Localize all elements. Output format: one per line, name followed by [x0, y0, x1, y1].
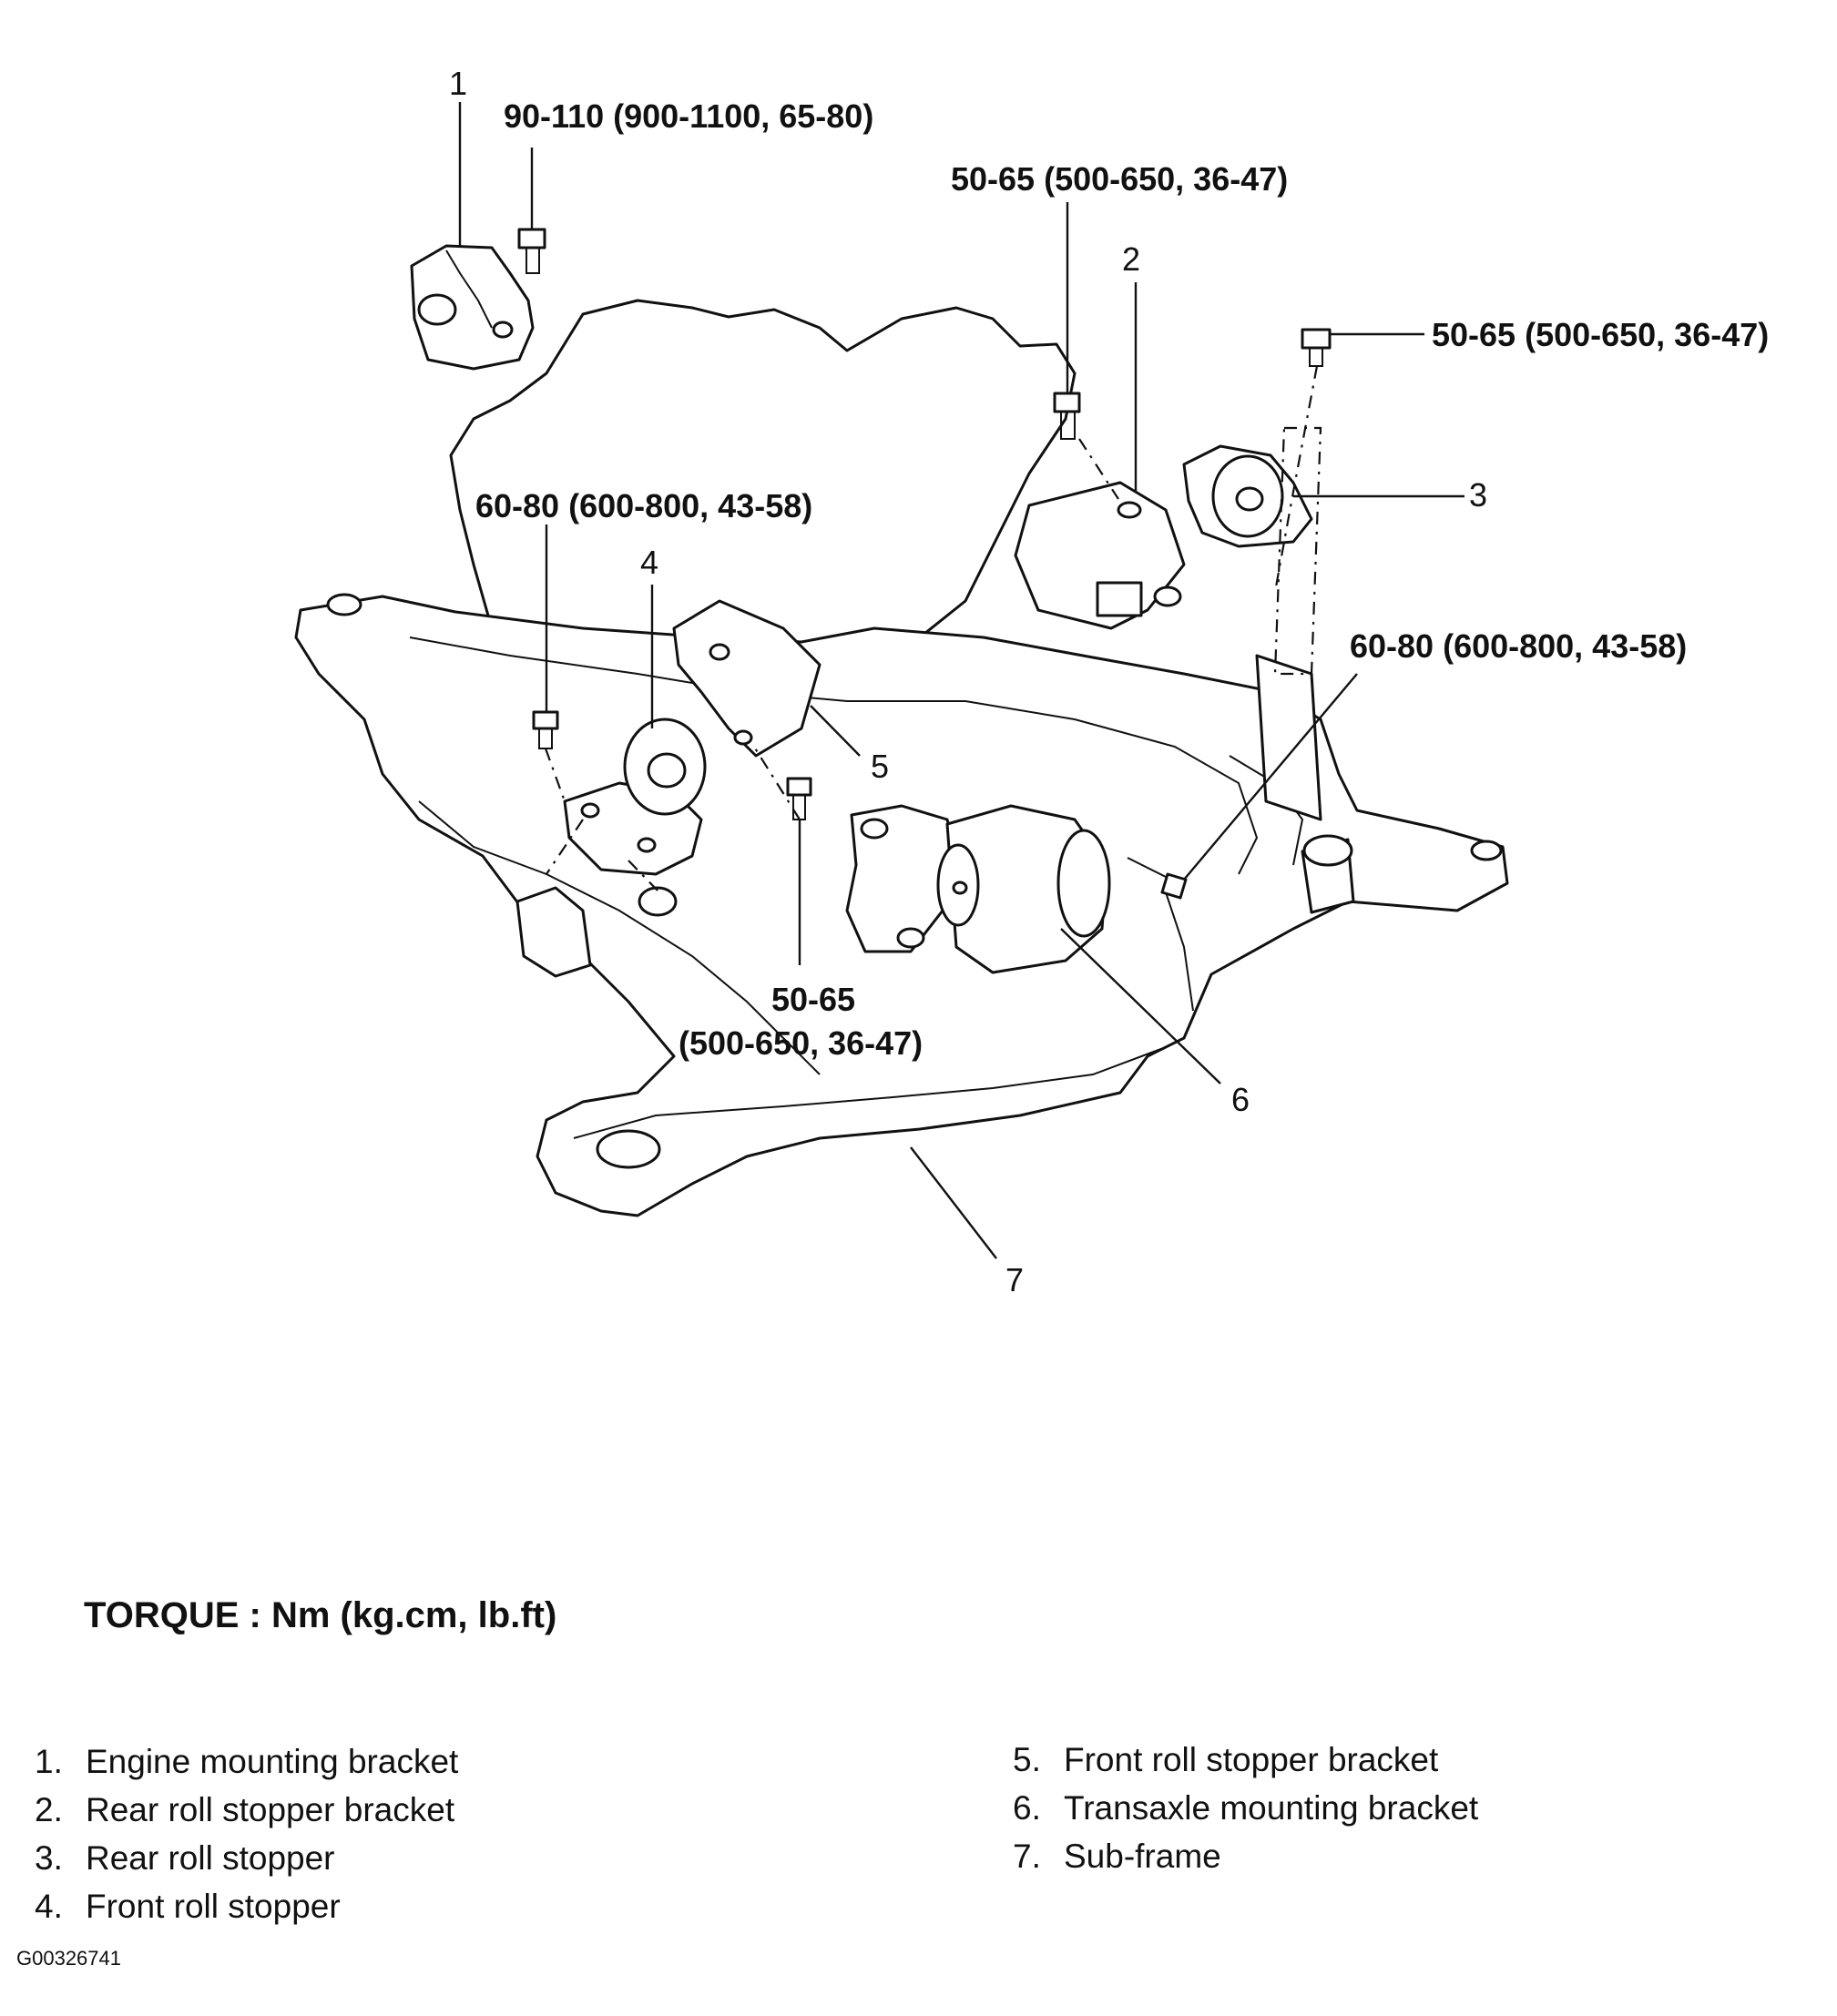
- engine-mounting-bracket: [410, 244, 535, 371]
- figure-code: G00326741: [16, 1947, 121, 1970]
- parts-legend-right: 5.Front roll stopper bracket 6.Transaxle…: [1013, 1736, 1478, 1880]
- legend-item: 3.Rear roll stopper: [35, 1839, 335, 1877]
- nut-front-roll-stopper: [638, 886, 678, 917]
- transaxle-mounting-bracket: [845, 804, 1111, 974]
- legend-item: 1.Engine mounting bracket: [35, 1743, 459, 1780]
- part-number-6: 6: [1231, 1081, 1250, 1118]
- torque-callout-front-bracket-line2: (500-650, 36-47): [679, 1024, 923, 1062]
- rear-roll-stopper: [1182, 444, 1313, 548]
- torque-callout-front-roll-stopper: 60-80 (600-800, 43-58): [475, 487, 812, 524]
- part-number-3: 3: [1469, 476, 1487, 514]
- part-number-4: 4: [640, 544, 658, 581]
- bolt-engine-mount: [517, 228, 546, 274]
- torque-callout-front-bracket-line1: 50-65: [771, 981, 855, 1018]
- rear-roll-stopper-bracket: [1014, 481, 1186, 630]
- bolt-rear-roll-stopper: [1301, 328, 1332, 367]
- part-number-5: 5: [871, 748, 889, 785]
- parts-legend-left: 1.Engine mounting bracket 2.Rear roll st…: [35, 1737, 458, 1930]
- torque-callout-rear-bracket: 50-65 (500-650, 36-47): [951, 160, 1288, 198]
- torque-callout-rear-roll-stopper: 50-65 (500-650, 36-47): [1432, 316, 1769, 353]
- legend-item: 5.Front roll stopper bracket: [1013, 1741, 1439, 1778]
- torque-units-heading: TORQUE : Nm (kg.cm, lb.ft): [84, 1595, 557, 1635]
- legend-item: 4.Front roll stopper: [35, 1888, 341, 1925]
- front-roll-stopper: [563, 718, 707, 876]
- bolt-transaxle: [1127, 857, 1188, 900]
- bolt-rear-bracket: [1053, 392, 1081, 440]
- engine-outline: [449, 299, 1077, 803]
- front-roll-stopper-bracket: [672, 599, 822, 758]
- torque-callout-transaxle: 60-80 (600-800, 43-58): [1350, 627, 1687, 665]
- legend-item: 7.Sub-frame: [1013, 1838, 1221, 1875]
- legend-item: 6.Transaxle mounting bracket: [1013, 1789, 1479, 1827]
- legend-item: 2.Rear roll stopper bracket: [35, 1791, 455, 1828]
- torque-callout-engine-mount: 90-110 (900-1100, 65-80): [504, 97, 873, 135]
- part-number-1: 1: [449, 65, 467, 102]
- part-number-2: 2: [1122, 240, 1140, 278]
- part-number-7: 7: [1005, 1261, 1024, 1298]
